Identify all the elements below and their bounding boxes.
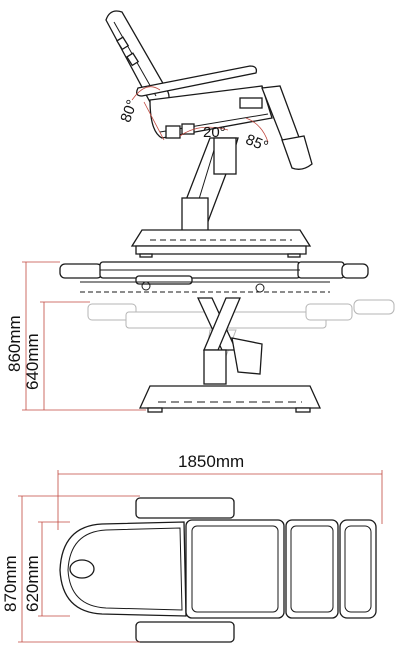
bed-width-label: 620mm (23, 555, 42, 612)
min-height-label: 640mm (23, 333, 42, 390)
face-hole (69, 559, 95, 579)
base-low (138, 385, 322, 413)
base (130, 229, 312, 258)
head-section (59, 521, 187, 617)
total-width-label: 870mm (1, 555, 20, 612)
back-section (185, 519, 285, 619)
flat-bed-height-view: 860mm 640mm (5, 261, 395, 413)
reclined-chair-view: 80° 20° 85° (105, 10, 313, 258)
armrest-top (135, 497, 235, 519)
flat-bed-top (59, 261, 369, 285)
max-height-label: 860mm (5, 315, 24, 372)
backrest-angle-label: 80° (117, 98, 141, 125)
leg-rest (261, 85, 313, 170)
leg-section (285, 519, 339, 619)
foot-section (339, 519, 377, 619)
armrest (136, 65, 258, 97)
scissor-column (196, 297, 263, 385)
seat-angle-label: 20° (203, 124, 226, 141)
top-view: 1850mm 870mm 620mm (1, 452, 383, 643)
armrest-bottom (135, 621, 235, 643)
legrest-angle-label: 85° (243, 131, 270, 155)
length-label: 1850mm (178, 452, 244, 471)
lift-column (181, 137, 239, 233)
